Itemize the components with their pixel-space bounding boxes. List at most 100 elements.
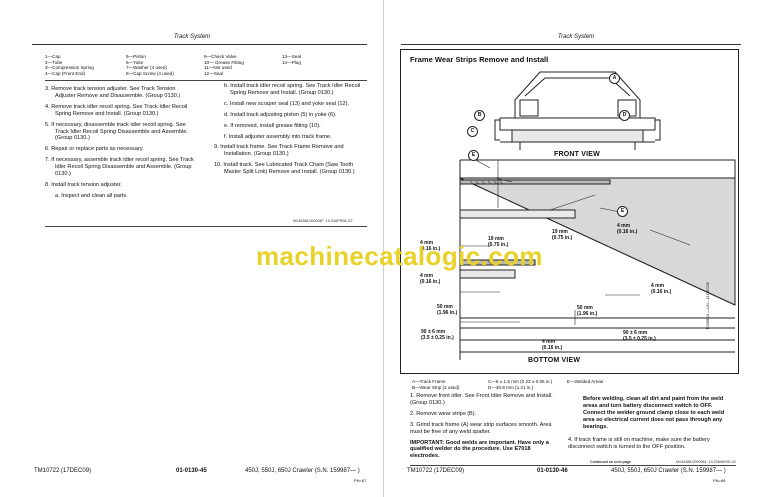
step-8f: f. Install adjuster assembly into track … — [224, 133, 332, 140]
right-legend-col2: C—6 ± 1.5 mm (0.23 ± 0.06 in.) D—30.8 mm… — [488, 379, 552, 390]
measure-inch: (1.96 in.) — [577, 311, 598, 317]
step-7: 7. If necessary, assemble track idler re… — [45, 157, 194, 178]
right-steps-column: b. Install track idler recoil spring. Se… — [214, 83, 368, 180]
step-8c: c. Install new scraper seal (13) and yok… — [224, 100, 349, 107]
legend-entry: 3—Compression Spring — [45, 65, 94, 71]
legend-entry: 8—Cap Screw (4 used) — [126, 70, 174, 76]
step-8b: b. Install track idler recoil spring. Se… — [224, 83, 361, 96]
measure-inch: (1.96 in.) — [437, 310, 458, 316]
legend-entry: 4—Cap (Front End) — [45, 70, 86, 76]
measure-inch: (0.16 in.) — [420, 279, 441, 285]
callout-b: B — [474, 110, 485, 121]
measure-inch: (0.75 in.) — [552, 235, 573, 241]
callout-c: C — [467, 126, 478, 137]
legend-entry: 13—Seal — [282, 54, 301, 59]
step-9: 9. Install track frame. See Track Frame … — [214, 144, 344, 158]
legend-entry: A—Track Frame — [412, 379, 446, 384]
measure-inch: (3.5 ± 0.25 in.) — [421, 335, 454, 341]
section-end-rule — [45, 226, 367, 227]
right-page-number: 01-0130-46 — [537, 468, 568, 474]
right-header-rule — [401, 44, 741, 45]
left-doc-code: MX46388,000005F -19-03APR08-2/2 — [293, 219, 353, 223]
measure-50mm-b: 50 mm(1.96 in.) — [577, 305, 597, 317]
step-8d: d. Install track adjusting piston (5) in… — [224, 111, 337, 118]
right-footer-model: 450J, 550J, 650J Crawler (S.N. 159987— ) — [611, 468, 726, 474]
section-title: Frame Wear Strips Remove and Install — [410, 55, 549, 64]
measure-inch: (3.5 ± 0.25 in.) — [623, 336, 656, 342]
left-footer-model: 450J, 550J, 650J Crawler (S.N. 159987— ) — [245, 468, 360, 474]
callout-e2: E — [617, 206, 628, 217]
page-divider — [383, 0, 384, 497]
measure-value: 90 ± 6 mm — [421, 329, 446, 335]
legend-entry: E—Welded Areas — [567, 379, 604, 384]
callout-d: D — [619, 110, 630, 121]
measure-90mm-b: 90 ± 6 mm(3.5 ± 0.25 in.) — [623, 330, 656, 342]
figure-id: T236884 —UN—11DEC08 — [705, 282, 710, 330]
measure-value: 4 mm — [617, 223, 631, 229]
legend-entry: 14—Plug — [282, 59, 301, 65]
measure-inch: (0.16 in.) — [542, 345, 563, 351]
measure-inch: (0.75 in.) — [488, 242, 509, 248]
legend-entry: D—30.8 mm (1.21 in.) — [488, 384, 534, 390]
legend-entry: 5—Piston — [126, 54, 146, 59]
right-section-rule — [410, 465, 736, 466]
legend-entry: B—Wear Strip (2 used) — [412, 384, 460, 390]
left-legend-col1: 1—Cap 2—Tube 3—Compression Spring 4—Cap … — [45, 54, 94, 76]
legend-entry: C—6 ± 1.5 mm (0.23 ± 0.06 in.) — [488, 379, 553, 384]
left-legend-col2: 5—Piston 6—Yoke 7—Washer (4 used) 8—Cap … — [126, 54, 174, 76]
legend-entry: 11—Not used — [204, 65, 232, 71]
measure-4mm-e: 4 mm(0.16 in.) — [542, 339, 562, 351]
step-3-grind: 3. Grind track frame (A) wear strip surf… — [410, 421, 552, 435]
wear-strip-diagram — [459, 71, 736, 360]
measure-value: 50 mm — [437, 304, 453, 310]
measure-value: 50 mm — [577, 305, 593, 311]
figure-frame — [400, 49, 739, 374]
measure-19mm-b: 19 mm(0.75 in.) — [552, 229, 572, 241]
legend-rule — [45, 80, 367, 81]
important-note: IMPORTANT: Good welds are important. Hav… — [410, 439, 549, 460]
step-10: 10. Install track. See Lubricated Track … — [214, 162, 355, 176]
bottom-view-label: BOTTOM VIEW — [528, 357, 581, 364]
left-footer-pn: PN=67 — [354, 478, 367, 483]
left-steps-column: 3. Remove track tension adjuster. See Tr… — [45, 86, 195, 204]
step-3: 3. Remove track tension adjuster. See Tr… — [45, 86, 181, 99]
left-header-rule — [32, 44, 367, 45]
legend-entry: 12—Seal — [204, 70, 223, 76]
right-doc-code: MX46388,0000084 -19-23MAR09-1/2 — [676, 460, 736, 464]
left-footer-id: TM10722 (17DEC09) — [34, 468, 92, 474]
measure-4mm-d: 4 mm(0.16 in.) — [651, 283, 671, 295]
step-8a: a. Inspect and clean all parts. — [55, 192, 128, 199]
measure-90mm-a: 90 ± 6 mm(3.5 ± 0.25 in.) — [421, 329, 454, 341]
measure-50mm-a: 50 mm(1.96 in.) — [437, 304, 457, 316]
step-8: 8. Install track tension adjuster. — [45, 181, 122, 188]
step-8e: e. If removed, install grease fitting (1… — [224, 122, 321, 129]
step-5: 5. If necessary, disassemble track idler… — [45, 121, 188, 142]
measure-value: 4 mm — [420, 273, 434, 279]
left-header-title: Track System — [173, 34, 211, 40]
measure-4mm-b: 4 mm(0.16 in.) — [420, 240, 440, 252]
continued-note: Continued on next page — [590, 460, 631, 464]
left-legend-col3: 9—Check Valve 10— Grease Fitting 11—Not … — [204, 54, 244, 76]
watermark-text: machinecatalogic.com — [256, 241, 543, 271]
right-header-title: Track System — [557, 34, 595, 40]
callout-a: A — [609, 73, 620, 84]
step-4: 4. Remove track idler recoil spring. See… — [45, 103, 188, 117]
legend-entry: 2—Tube — [45, 59, 63, 65]
left-page: Track System 1—Cap 2—Tube 3—Compression … — [32, 34, 368, 483]
front-view-label: FRONT VIEW — [554, 151, 600, 158]
legend-entry: 7—Washer (4 used) — [126, 65, 167, 71]
step-4-battery: 4. If track frame is still on machine, m… — [568, 437, 710, 450]
legend-entry: 9—Check Valve — [204, 54, 237, 59]
measure-19mm-a: 19 mm(0.75 in.) — [488, 236, 508, 248]
weld-warning: Before welding, clean all dirt and paint… — [583, 396, 725, 430]
step-6: 6. Repair or replace parts as necessary. — [45, 146, 144, 153]
measure-4mm-a: 4 mm(0.16 in.) — [617, 223, 637, 235]
right-footer-id: TM10722 (17DEC09) — [407, 468, 465, 474]
measure-inch: (0.16 in.) — [420, 246, 441, 252]
legend-entry: 6—Yoke — [126, 59, 144, 65]
right-legend-col1: A—Track Frame B—Wear Strip (2 used) — [412, 379, 459, 390]
measure-value: 90 ± 6 mm — [623, 330, 648, 336]
right-page-number-text: 01-0130-46 — [537, 468, 568, 474]
right-footer-pn: PN=68 — [713, 478, 726, 483]
measure-inch: (0.16 in.) — [617, 229, 638, 235]
